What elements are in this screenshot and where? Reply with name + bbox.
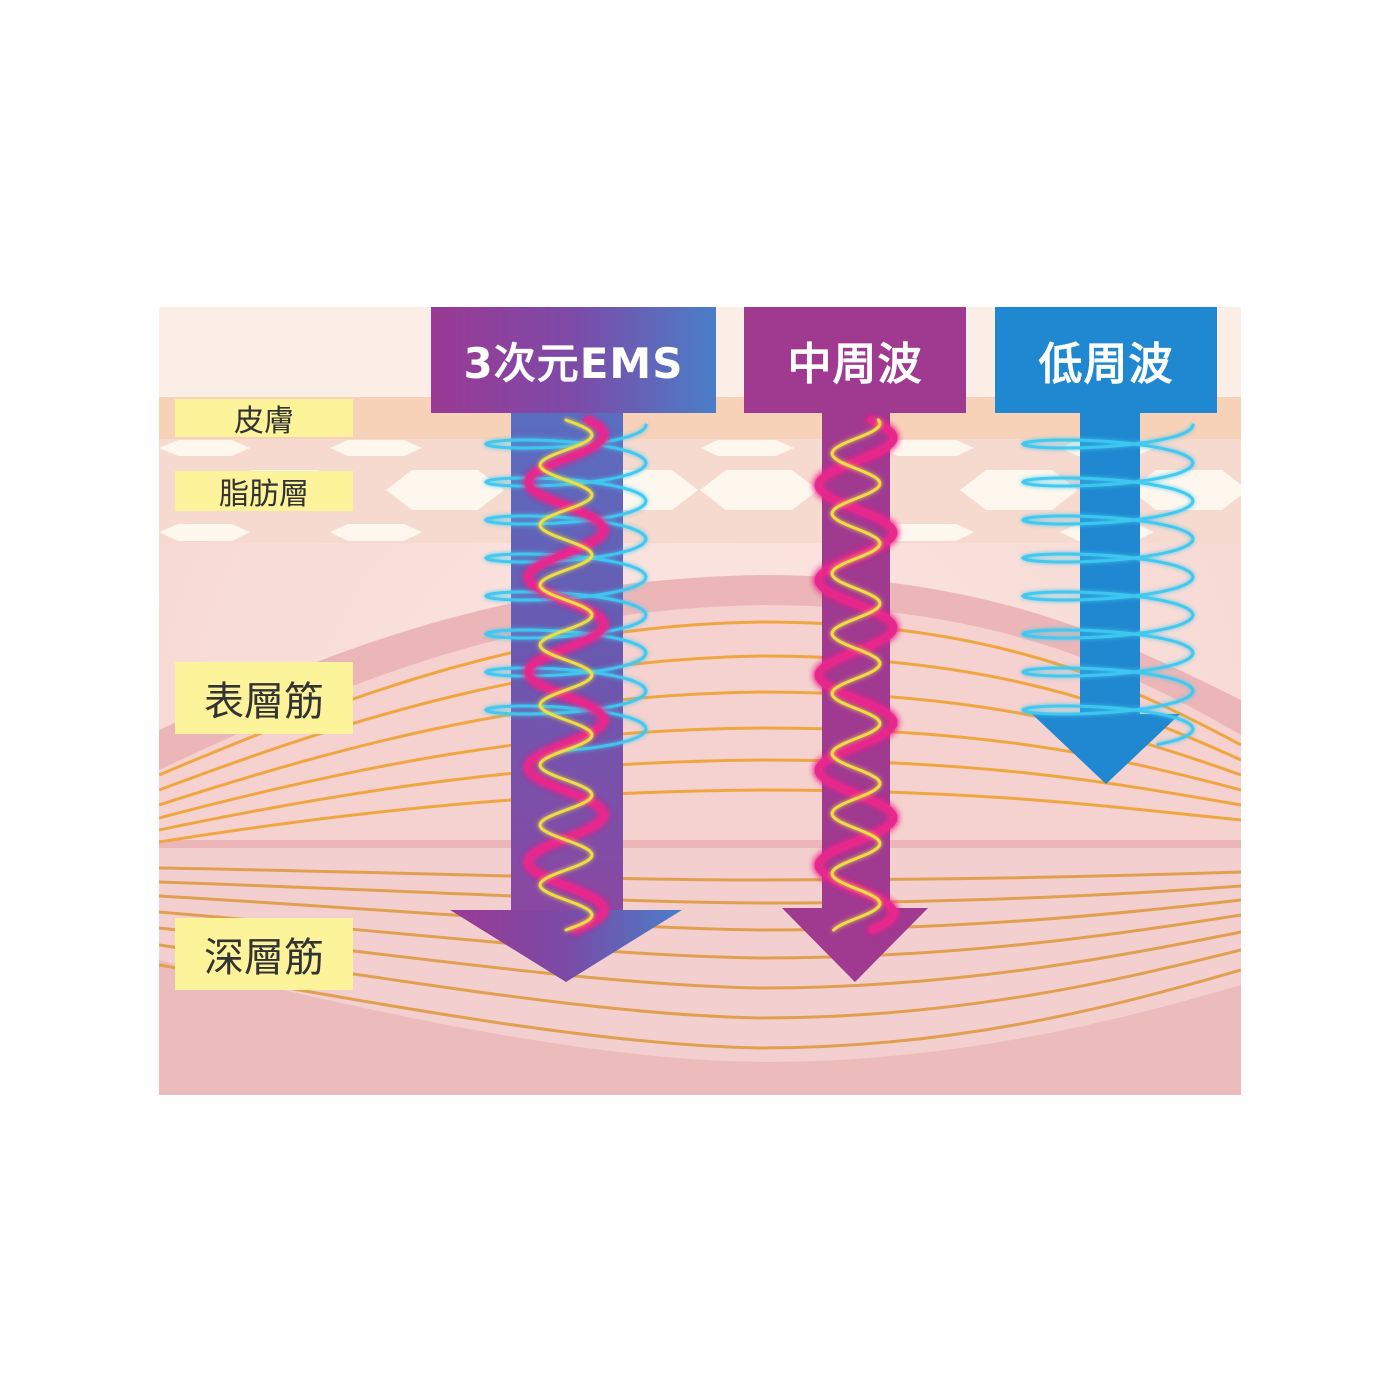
label-fat-layer: 脂肪層 [175, 471, 353, 512]
header-low-frequency: 低周波 [995, 307, 1217, 413]
arrow-down-icon [1032, 714, 1180, 784]
ems-magenta-wave [524, 416, 608, 934]
medium-yellow-wave [830, 418, 882, 932]
header-3d-ems: 3次元EMS [431, 307, 716, 413]
label-superficial-muscle: 表層筋 [175, 662, 353, 734]
ems-yellow-wave [538, 418, 594, 932]
label-skin: 皮膚 [175, 399, 353, 439]
label-deep-muscle: 深層筋 [175, 918, 353, 990]
arrow-down-icon [450, 910, 682, 982]
deep-muscle-lower [159, 960, 1241, 1095]
arrow-down-icon [782, 908, 928, 982]
medium-magenta-wave [814, 416, 898, 934]
wave-patterns [483, 416, 1195, 934]
superficial-muscle-inner [159, 605, 1241, 840]
ems-cyan-wave [483, 423, 648, 754]
header-medium-frequency: 中周波 [744, 307, 966, 413]
low-cyan-wave [1020, 423, 1195, 746]
deep-muscle-fibers [159, 866, 1241, 1050]
